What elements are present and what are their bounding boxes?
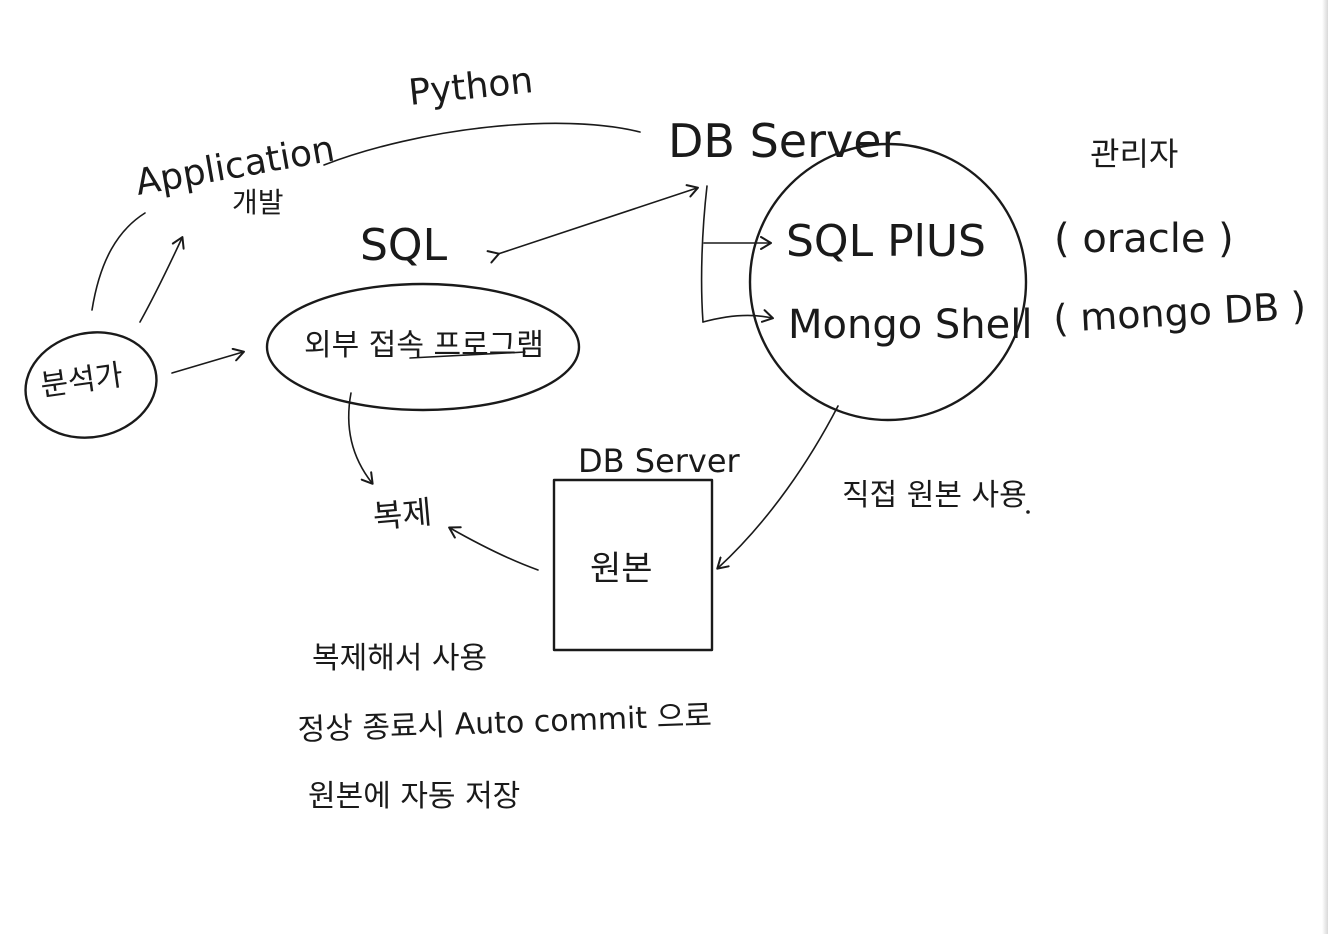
analyst-ellipse (24, 331, 158, 439)
external-program-ellipse (265, 282, 581, 412)
db-server-box-title: DB Server (578, 442, 741, 480)
external-program-underline (409, 351, 526, 359)
oracle-label: ( oracle ) (1054, 216, 1234, 262)
page-edge-shadow (1322, 0, 1328, 934)
python-label: Python (407, 60, 535, 114)
db-server-circle (748, 142, 1028, 422)
analyst-to-application-line (91, 212, 146, 311)
analyst-label: 분석가 (38, 358, 125, 404)
analyst-to-external-arrow (171, 347, 245, 374)
note-auto-commit: 정상 종료시 Auto commit 으로 (297, 699, 712, 748)
copy-label: 복제 (371, 493, 433, 536)
application-dev-label: 개발 (232, 186, 284, 219)
db-server-title: DB Server (668, 114, 901, 168)
original-label: 원본 (590, 549, 653, 589)
sql-label: SQL (360, 220, 448, 271)
note-auto-save: 원본에 자동 저장 (308, 779, 520, 814)
sql-db-double-arrow (486, 184, 699, 264)
branch-to-mongoshell-arrow (702, 309, 774, 323)
circle-to-original-arrow (716, 405, 839, 570)
external-to-copy-arrow (347, 392, 374, 485)
note-copy-use: 복제해서 사용 (312, 641, 487, 676)
db-branch-line (700, 185, 708, 323)
stray-dot (1026, 510, 1030, 514)
mongodb-label: ( mongo DB ) (1052, 284, 1307, 341)
python-link-line (323, 122, 641, 166)
original-to-copy-arrow (448, 526, 539, 571)
db-server-box (552, 478, 714, 652)
direct-use-label: 직접 원본 사용 (842, 478, 1027, 513)
analyst-to-application-arrow (139, 236, 185, 323)
admin-label: 관리자 (1090, 135, 1178, 173)
sql-plus-label: SQL PlUS (786, 216, 986, 267)
mongo-shell-label: Mongo Shell (788, 302, 1033, 348)
